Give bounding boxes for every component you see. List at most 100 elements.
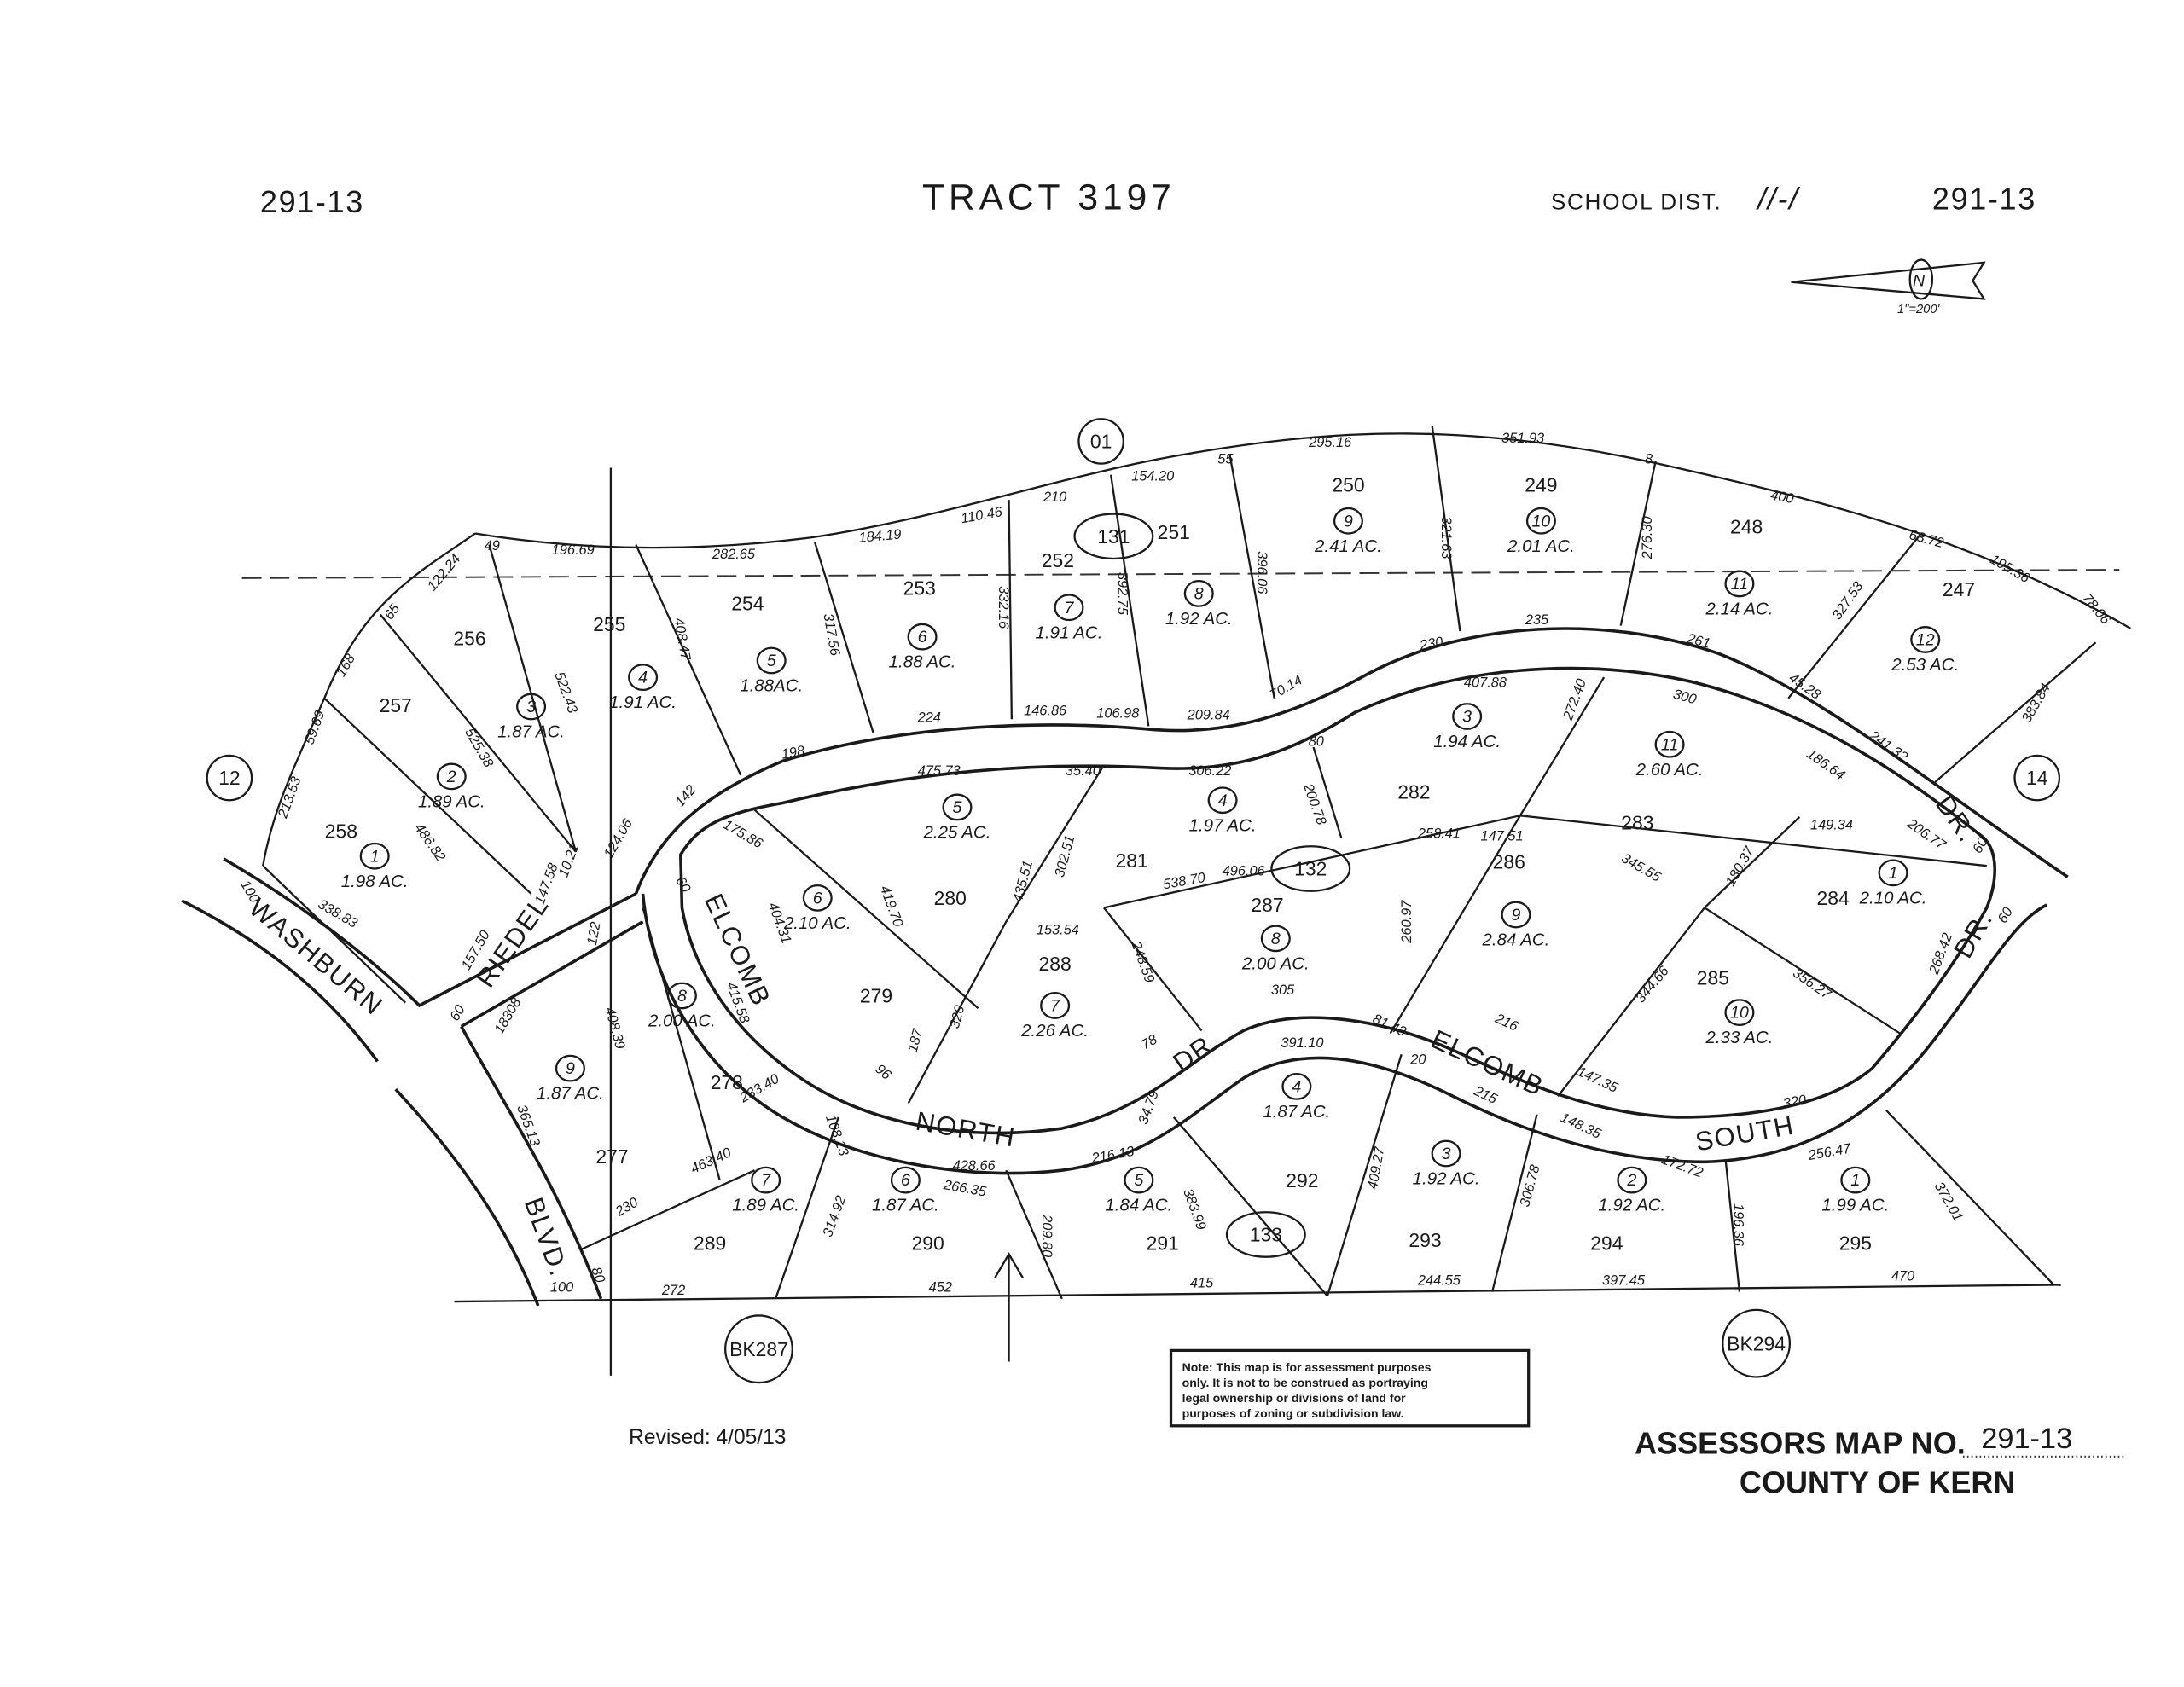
- dimension-label: 522.43: [551, 670, 580, 715]
- lot-number: 1: [1889, 864, 1898, 883]
- lot-circle: [1617, 1166, 1647, 1194]
- parcel-number: 252: [1042, 549, 1074, 571]
- lot-number: 8: [677, 987, 687, 1006]
- lot-number: 8: [1271, 930, 1281, 948]
- dimension-label: 295.16: [1308, 435, 1352, 450]
- dimension-label: 320: [1782, 1093, 1808, 1111]
- lot-circle: [1525, 507, 1556, 535]
- dimension-label: 96: [872, 1061, 894, 1083]
- lot-number: 9: [1511, 906, 1520, 925]
- dimension-label: 49: [485, 538, 500, 554]
- dimension-label: 180.37: [1722, 844, 1757, 889]
- county-name: COUNTY OF KERN: [1740, 1464, 2016, 1499]
- lot-number: 8: [1194, 584, 1204, 603]
- lot-acreage: 1.92 AC.: [1413, 1169, 1480, 1189]
- block-number-12: 12: [218, 767, 240, 789]
- street-name: DR.: [1948, 905, 1999, 963]
- dimension-label: 184.19: [858, 527, 902, 546]
- dimension-label: 272: [661, 1283, 685, 1298]
- lot-number: 4: [1218, 791, 1228, 810]
- dimension-label: 244.55: [1417, 1272, 1461, 1288]
- parcel-number: 284: [1817, 887, 1850, 909]
- parcel-number: 290: [911, 1232, 944, 1254]
- dimension-label: 306.22: [1188, 763, 1231, 779]
- lot-circle: [1878, 859, 1908, 887]
- parcel-number: 255: [593, 613, 625, 635]
- block-circle: [2013, 754, 2061, 802]
- lot-circle: [359, 842, 390, 870]
- dimension-label: 372.01: [1931, 1180, 1966, 1224]
- dimension-label: 383.99: [1180, 1186, 1209, 1232]
- map-number-left: 291-13: [260, 184, 364, 219]
- lot-circle: [1910, 626, 1941, 653]
- lot-circle: [1124, 1166, 1154, 1194]
- lot-number: 5: [1134, 1171, 1143, 1190]
- parcel-number: 282: [1397, 781, 1430, 803]
- lot-number: 2: [1626, 1171, 1636, 1190]
- dimension-label: 20: [1409, 1052, 1426, 1068]
- lot-circle: [436, 762, 467, 791]
- parcel-number: 295: [1839, 1232, 1872, 1254]
- lot-number: 10: [1730, 1004, 1749, 1023]
- lot-number: 9: [1344, 512, 1353, 530]
- dimension-label: 392.75: [1114, 572, 1130, 616]
- dimension-label: 18308: [491, 995, 524, 1036]
- lot-number: 3: [1442, 1145, 1451, 1163]
- dimension-label: 230: [1418, 635, 1444, 654]
- lot-acreage: 1.87 AC.: [1263, 1102, 1330, 1122]
- lot-acreage: 2.00 AC.: [1241, 954, 1310, 973]
- revised-date: Revised: 4/05/13: [629, 1426, 786, 1449]
- lot-acreage: 1.87 AC.: [537, 1084, 604, 1104]
- dimension-label: 276.30: [1640, 516, 1655, 559]
- block-number-133: 133: [1250, 1224, 1282, 1246]
- lot-circle: [1333, 507, 1363, 535]
- parcel-number: 293: [1409, 1229, 1441, 1251]
- block-number-132: 132: [1294, 858, 1327, 880]
- lot-number: 11: [1731, 575, 1748, 594]
- lot-circle: [751, 1166, 781, 1194]
- lot-circle: [1840, 1166, 1871, 1194]
- lot-circle: [1207, 786, 1238, 815]
- parcel-number: 253: [903, 577, 936, 600]
- lot-circle: [1452, 703, 1483, 730]
- dimension-label: 100: [550, 1280, 573, 1296]
- dimension-label: 187: [905, 1027, 926, 1054]
- dimension-label: 452: [929, 1280, 952, 1296]
- block-circle: [1270, 845, 1351, 892]
- lot-acreage: 2.14 AC.: [1705, 599, 1774, 618]
- lot-circle: [1654, 730, 1685, 758]
- dimension-label: 154.20: [1131, 468, 1174, 484]
- parcel-number: 247: [1943, 578, 1975, 600]
- block-circle: [206, 754, 253, 802]
- dimension-label: 148.35: [1558, 1110, 1604, 1142]
- parcel-number: 279: [860, 985, 892, 1007]
- lot-number: 9: [566, 1059, 575, 1078]
- dimension-label: 186.64: [1804, 746, 1847, 783]
- dimension-label: 153.54: [1037, 922, 1079, 937]
- dimension-label: 149.34: [1810, 818, 1853, 833]
- lot-circle: [1183, 580, 1214, 607]
- lot-number: 6: [918, 628, 927, 646]
- lot-circle: [1431, 1139, 1461, 1168]
- lot-number: 1: [370, 847, 380, 866]
- dimension-label: 345.55: [1618, 850, 1664, 885]
- lot-number: 5: [953, 798, 962, 817]
- parcel-number: 277: [595, 1145, 628, 1168]
- block-number-bk294: BK294: [1727, 1332, 1786, 1354]
- dimension-label: 300: [1671, 687, 1698, 707]
- lot-number: 6: [813, 889, 822, 907]
- dimension-label: 415: [1190, 1276, 1214, 1291]
- dimension-label: 272.40: [1560, 677, 1589, 723]
- lot-acreage: 2.84 AC.: [1482, 930, 1550, 950]
- lot-circle: [1501, 901, 1531, 929]
- lot-acreage: 1.92 AC.: [1598, 1196, 1665, 1215]
- parcel-number: 251: [1158, 521, 1190, 543]
- dimension-label: 396.06: [1254, 551, 1269, 594]
- dimension-label: 78.06: [2079, 591, 2114, 629]
- dimension-label: 63.72: [1908, 527, 1945, 551]
- dimension-label: 122: [584, 921, 603, 947]
- dimension-label: 8: [1645, 452, 1653, 467]
- lot-acreage: 1.88AC.: [740, 676, 803, 696]
- dimension-label: 215: [1471, 1083, 1500, 1108]
- note-line: purposes of zoning or subdivision law.: [1182, 1406, 1404, 1420]
